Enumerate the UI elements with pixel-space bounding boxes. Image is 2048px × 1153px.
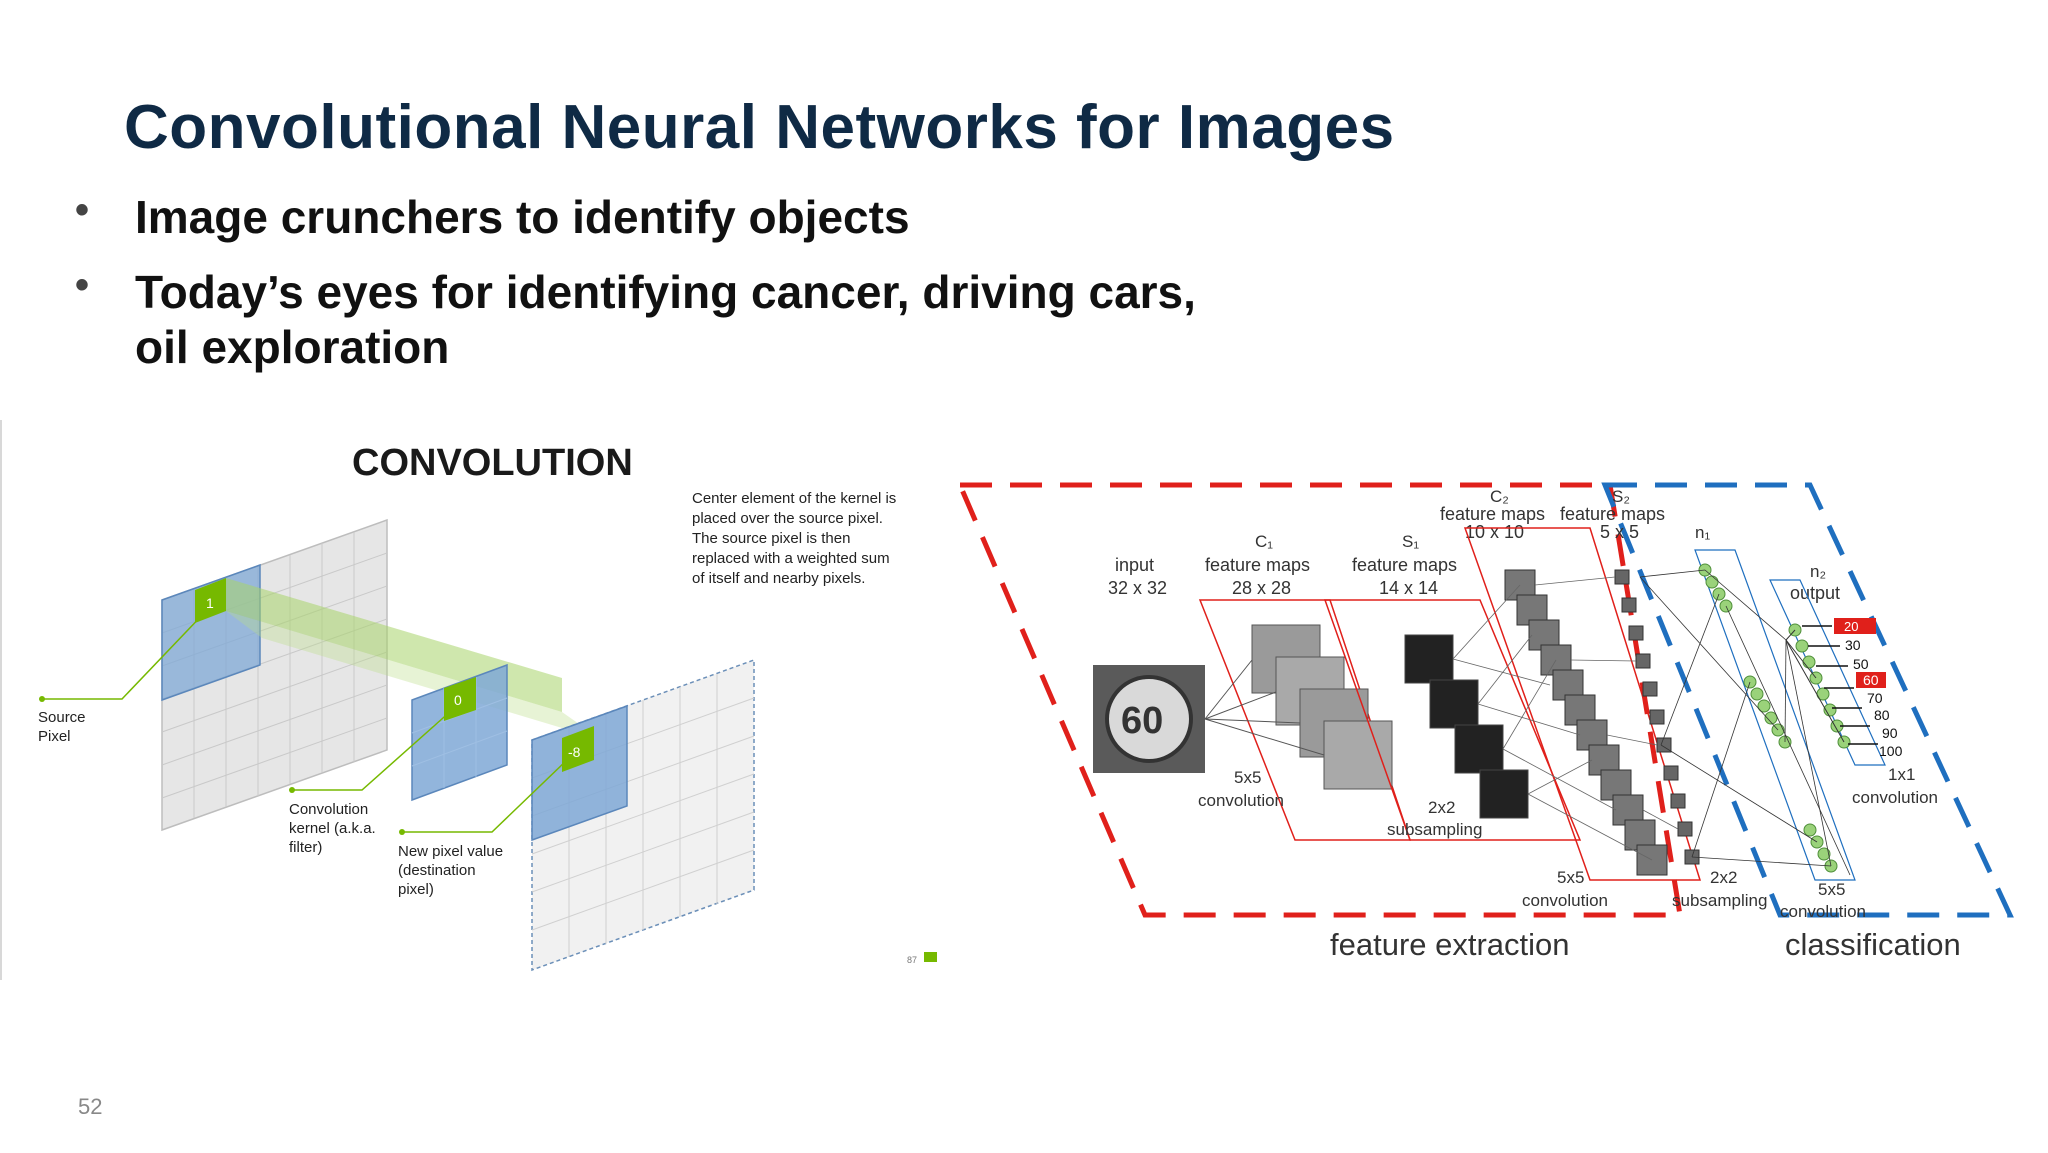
new-pixel-label: (destination [398, 862, 476, 879]
destination-pixel-value: -8 [568, 744, 581, 760]
selected-output-highlight [1856, 672, 1886, 688]
convolution-figure: 1 0 -8 CONVOLUTION [0, 420, 962, 980]
c2-label: feature maps [1440, 504, 1545, 524]
source-label: Pixel [38, 728, 71, 745]
output-value: 70 [1867, 690, 1883, 706]
output-value: 60 [1863, 672, 1879, 688]
n2-label: n₂ [1810, 562, 1826, 581]
conv2-label: convolution [1522, 891, 1608, 910]
output-value: 50 [1853, 656, 1869, 672]
c2-label: 10 x 10 [1465, 522, 1524, 542]
classification-region [1601, 482, 2014, 918]
c2-label: C₂ [1490, 487, 1509, 506]
kernel-label: Convolution [289, 801, 368, 818]
s1-label: S₁ [1402, 532, 1419, 551]
output-neurons [1788, 623, 1851, 749]
output-value: 80 [1874, 707, 1890, 723]
c1-feature-maps [1251, 624, 1393, 790]
destination-pixel-highlight [562, 726, 594, 772]
slide-title: Convolutional Neural Networks for Images [124, 93, 1395, 162]
convolution-kernel [411, 663, 508, 802]
conv1-label: convolution [1198, 791, 1284, 810]
cnn-architecture-figure: input 32 x 32 60 C₁ feature maps 28 x 28… [950, 420, 2048, 980]
conv4-label: 1x1 [1888, 765, 1915, 784]
kernel-center-value: 0 [454, 692, 462, 708]
bullet-dot-icon: • [75, 263, 90, 307]
conv3-label: 5x5 [1818, 880, 1845, 899]
conv3-label: convolution [1780, 902, 1866, 921]
c1-label: 28 x 28 [1232, 578, 1291, 598]
n2-box [1769, 579, 1886, 766]
speed-sign-value: 60 [1121, 700, 1163, 742]
description-line: Center element of the kernel is [692, 490, 896, 507]
bullet-text: Image crunchers to identify objects [135, 191, 910, 243]
sub2-label: subsampling [1672, 891, 1767, 910]
c1-label: C₁ [1255, 532, 1273, 551]
new-pixel-label: pixel) [398, 881, 434, 898]
output-value: 90 [1882, 725, 1898, 741]
output-value: 100 [1879, 743, 1903, 759]
new-pixel-label: New pixel value [398, 843, 503, 860]
s2-label: S₂ [1612, 487, 1630, 506]
footer-mark: 87 [907, 955, 917, 965]
top-output-value: 20 [1844, 619, 1858, 634]
n2-label: output [1790, 583, 1840, 603]
conv1-label: 5x5 [1234, 768, 1261, 787]
kernel-label: filter) [289, 839, 322, 856]
output-value: 30 [1845, 637, 1861, 653]
source-label: Source [38, 709, 86, 726]
top-output-highlight [1834, 618, 1876, 634]
classification-label: classification [1785, 927, 1961, 962]
s1-box [1323, 599, 1582, 841]
feature-extraction-region [956, 482, 1683, 918]
n1-box [1694, 549, 1856, 881]
destination-grid [531, 658, 755, 972]
c2-box [1463, 527, 1702, 881]
s1-label: feature maps [1352, 555, 1457, 575]
kernel-label: kernel (a.k.a. [289, 820, 376, 837]
description-line: of itself and nearby pixels. [692, 570, 865, 587]
output-arrows [1802, 625, 1878, 745]
n1-neurons [1698, 563, 1838, 873]
sub1-label: subsampling [1387, 820, 1482, 839]
s1-feature-maps [1404, 634, 1529, 819]
page-number: 52 [78, 1094, 103, 1119]
logo-icon [924, 952, 937, 962]
bullet-text: Today’s eyes for identifying cancer, dri… [135, 266, 1196, 318]
s2-label: 5 x 5 [1600, 522, 1639, 542]
bullet-text: oil exploration [135, 321, 450, 373]
feature-extraction-label: feature extraction [1330, 927, 1570, 962]
s2-label: feature maps [1560, 504, 1665, 524]
bullet-dot-icon: • [75, 188, 90, 232]
description-line: The source pixel is then [692, 530, 850, 547]
source-pixel-value: 1 [206, 595, 214, 611]
source-pixel-highlight [195, 578, 226, 623]
c2-feature-maps [1504, 569, 1668, 876]
conv2-label: 5x5 [1557, 868, 1584, 887]
s2-feature-maps [1614, 569, 1700, 865]
description-line: placed over the source pixel. [692, 510, 883, 527]
c1-label: feature maps [1205, 555, 1310, 575]
sub2-label: 2x2 [1710, 868, 1737, 887]
input-label: 32 x 32 [1108, 578, 1167, 598]
sub1-label: 2x2 [1428, 798, 1455, 817]
n1-label: n₁ [1695, 523, 1710, 542]
input-label: input [1115, 555, 1154, 575]
conv4-label: convolution [1852, 788, 1938, 807]
s1-label: 14 x 14 [1379, 578, 1438, 598]
convolution-heading: CONVOLUTION [352, 442, 633, 484]
description-line: replaced with a weighted sum [692, 550, 890, 567]
